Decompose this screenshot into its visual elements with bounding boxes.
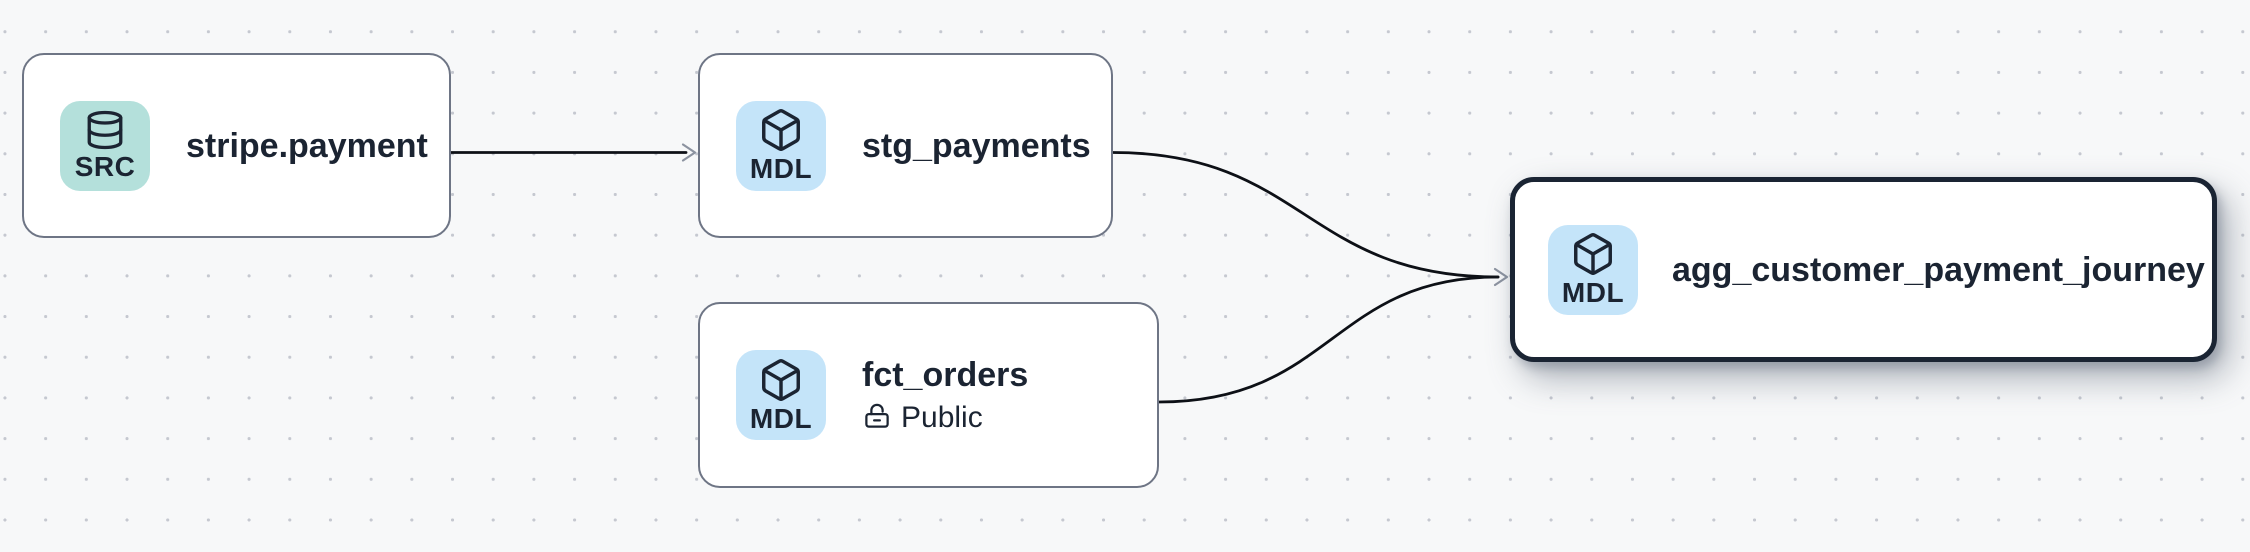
arrowhead-into-agg <box>1493 267 1509 287</box>
box-icon <box>1570 231 1616 277</box>
box-icon <box>758 357 804 403</box>
node-agg-customer-payment-journey[interactable]: MDL agg_customer_payment_journey <box>1510 177 2217 362</box>
arrowhead-into-stg <box>681 143 697 162</box>
box-icon <box>758 107 804 153</box>
badge-label: MDL <box>749 402 813 434</box>
node-fct-orders[interactable]: MDL fct_orders Public <box>698 302 1159 488</box>
edge-fct-to-agg <box>1157 275 1500 404</box>
mdl-badge: MDL <box>1548 224 1638 315</box>
unlock-icon <box>862 401 892 436</box>
edge-stg-to-agg <box>1111 151 1500 279</box>
database-icon <box>84 109 126 151</box>
node-title: stripe.payment <box>186 126 428 165</box>
badge-label: SRC <box>74 151 136 182</box>
node-stripe-payment[interactable]: SRC stripe.payment <box>22 53 451 238</box>
visibility-label: Public <box>901 401 983 434</box>
mdl-badge: MDL <box>736 350 826 440</box>
visibility-row: Public <box>862 400 1028 436</box>
node-stg-payments[interactable]: MDL stg_payments <box>698 53 1113 238</box>
src-badge: SRC <box>60 100 150 191</box>
mdl-badge: MDL <box>736 100 826 191</box>
badge-label: MDL <box>749 153 813 184</box>
node-title: stg_payments <box>862 126 1091 165</box>
badge-label: MDL <box>1561 277 1625 308</box>
node-title: fct_orders <box>862 356 1029 394</box>
node-title: agg_customer_payment_journey <box>1672 250 2205 289</box>
